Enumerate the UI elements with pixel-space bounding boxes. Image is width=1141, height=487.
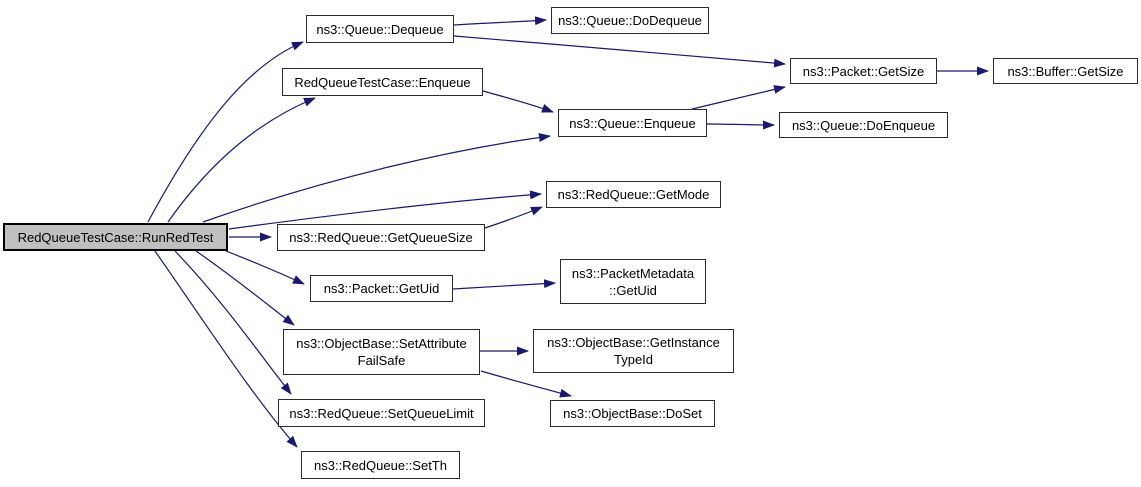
node-setattributefailsafe[interactable]: ns3::ObjectBase::SetAttribute FailSafe: [283, 329, 480, 375]
edge-queue-enqueue-packet-getsize: [691, 85, 786, 110]
node-redqueue-getqueuesize[interactable]: ns3::RedQueue::GetQueueSize: [277, 224, 485, 251]
edge-queue-dequeue-queue-dodequeue: [453, 16, 547, 26]
node-redqueue-setth[interactable]: ns3::RedQueue::SetTh: [301, 451, 460, 479]
node-runredtest: RedQueueTestCase::RunRedTest: [3, 223, 228, 251]
node-queue-dodequeue[interactable]: ns3::Queue::DoDequeue: [551, 7, 709, 34]
node-queue-dequeue[interactable]: ns3::Queue::Dequeue: [306, 15, 454, 43]
node-redqueue-setqueuelimit[interactable]: ns3::RedQueue::SetQueueLimit: [278, 399, 485, 427]
node-packet-getuid[interactable]: ns3::Packet::GetUid: [310, 275, 453, 302]
edge-testcase-enqueue-queue-enqueue: [482, 90, 554, 113]
node-buffer-getsize[interactable]: ns3::Buffer::GetSize: [993, 58, 1138, 84]
node-objectbase-doset[interactable]: ns3::ObjectBase::DoSet: [550, 400, 715, 427]
edge-runredtest-redqueue-getmode: [228, 190, 542, 230]
edge-queue-enqueue-queue-doenqueue: [706, 120, 775, 130]
edge-redqueue-getqueuesize-redqueue-getmode: [484, 206, 543, 229]
node-getinstancetypeid[interactable]: ns3::ObjectBase::GetInstance TypeId: [533, 329, 734, 373]
node-redqueue-getmode[interactable]: ns3::RedQueue::GetMode: [546, 181, 721, 208]
edge-runredtest-queue-dequeue: [147, 41, 304, 223]
node-packetmetadata-getuid[interactable]: ns3::PacketMetadata ::GetUid: [560, 259, 706, 304]
node-packet-getsize[interactable]: ns3::Packet::GetSize: [790, 58, 937, 84]
edge-queue-dequeue-packet-getsize: [453, 35, 786, 68]
edge-runredtest-setattributefailsafe: [195, 250, 295, 326]
edge-runredtest-queue-enqueue: [202, 133, 551, 223]
edge-setattributefailsafe-objectbase-doset: [480, 370, 572, 398]
edge-runredtest-redqueue-setth: [154, 250, 298, 448]
edge-packet-getuid-packetmetadata-getuid: [452, 279, 556, 290]
node-testcase-enqueue[interactable]: RedQueueTestCase::Enqueue: [282, 68, 483, 96]
node-queue-doenqueue[interactable]: ns3::Queue::DoEnqueue: [779, 112, 948, 138]
edge-runredtest-packet-getuid: [225, 250, 305, 285]
edge-runredtest-redqueue-setqueuelimit: [174, 250, 292, 395]
node-queue-enqueue[interactable]: ns3::Queue::Enqueue: [558, 109, 707, 137]
edge-runredtest-testcase-enqueue: [167, 97, 316, 223]
